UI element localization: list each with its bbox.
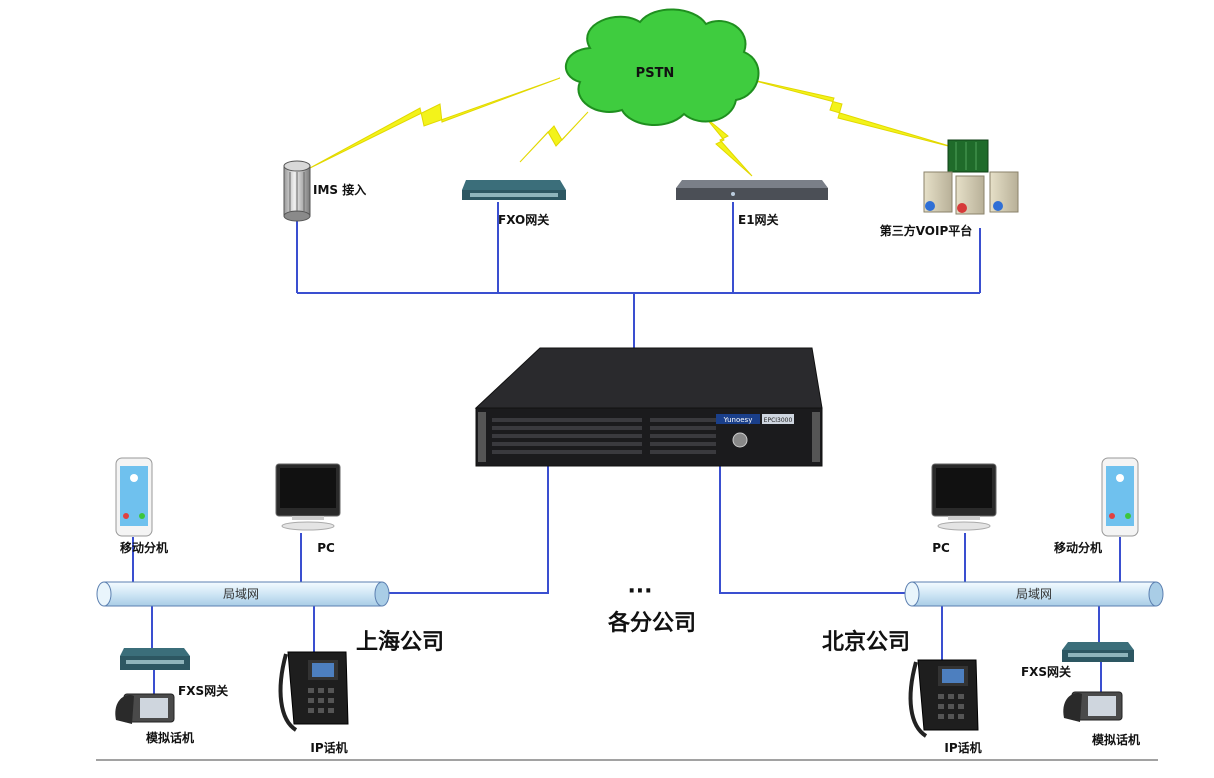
e1-gateway-icon <box>676 180 828 200</box>
beijing-lan-pipe: 局域网 <box>904 581 1164 607</box>
connection-lines <box>132 202 1121 696</box>
fxo-label: FXO网关 <box>498 212 549 227</box>
beijing-mobile-label: 移动分机 <box>1054 540 1102 555</box>
beijing-ip-phone-icon <box>908 659 979 738</box>
shanghai-mobile-icon <box>115 457 153 537</box>
shanghai-analog-phone-icon <box>115 693 175 724</box>
shanghai-pc-label: PC <box>317 541 335 555</box>
voip-platform-icon <box>923 139 1019 215</box>
beijing-ipphone-label: IP话机 <box>944 740 981 755</box>
fxo-gateway-icon <box>462 180 566 200</box>
branches-ellipsis: ··· <box>627 579 652 604</box>
shanghai-lan-pipe: 局域网 <box>96 581 390 607</box>
shanghai-ipphone-label: IP话机 <box>310 740 347 755</box>
shanghai-fxs-label: FXS网关 <box>178 683 228 698</box>
beijing-analog-label: 模拟话机 <box>1092 732 1140 747</box>
pstn-cloud: PSTN <box>564 8 760 127</box>
lightning-voip <box>743 77 957 149</box>
lightning-fxo <box>519 111 589 163</box>
beijing-fxs-gateway-icon <box>1062 642 1134 662</box>
shanghai-pc-icon <box>275 463 341 531</box>
lightning-ims <box>309 77 561 169</box>
beijing-fxs-label: FXS网关 <box>1021 664 1071 679</box>
server-brand: Yunoesy <box>723 416 753 424</box>
lightning-e1 <box>705 117 753 177</box>
voip-label: 第三方VOIP平台 <box>880 223 973 238</box>
shanghai-analog-label: 模拟话机 <box>146 730 194 745</box>
beijing-mobile-icon <box>1101 457 1139 537</box>
beijing-pc-label: PC <box>932 541 950 555</box>
shanghai-lan-label: 局域网 <box>223 587 259 601</box>
branches-label: 各分公司 <box>607 610 696 636</box>
ims-label: IMS 接入 <box>313 182 366 197</box>
beijing-lan-label: 局域网 <box>1016 587 1052 601</box>
shanghai-mobile-label: 移动分机 <box>120 540 168 555</box>
shanghai-fxs-gateway-icon <box>120 648 190 670</box>
e1-label: E1网关 <box>738 212 779 227</box>
pstn-label: PSTN <box>636 66 675 81</box>
ims-device-icon <box>283 160 311 222</box>
shanghai-ip-phone-icon <box>278 651 349 732</box>
beijing-office-label: 北京公司 <box>822 629 910 655</box>
pbx-server-icon: Yunoesy EPCI3000 <box>474 347 823 467</box>
beijing-analog-phone-icon <box>1063 691 1123 722</box>
server-model: EPCI3000 <box>764 417 793 424</box>
shanghai-office-label: 上海公司 <box>356 629 444 655</box>
beijing-pc-icon <box>931 463 997 531</box>
